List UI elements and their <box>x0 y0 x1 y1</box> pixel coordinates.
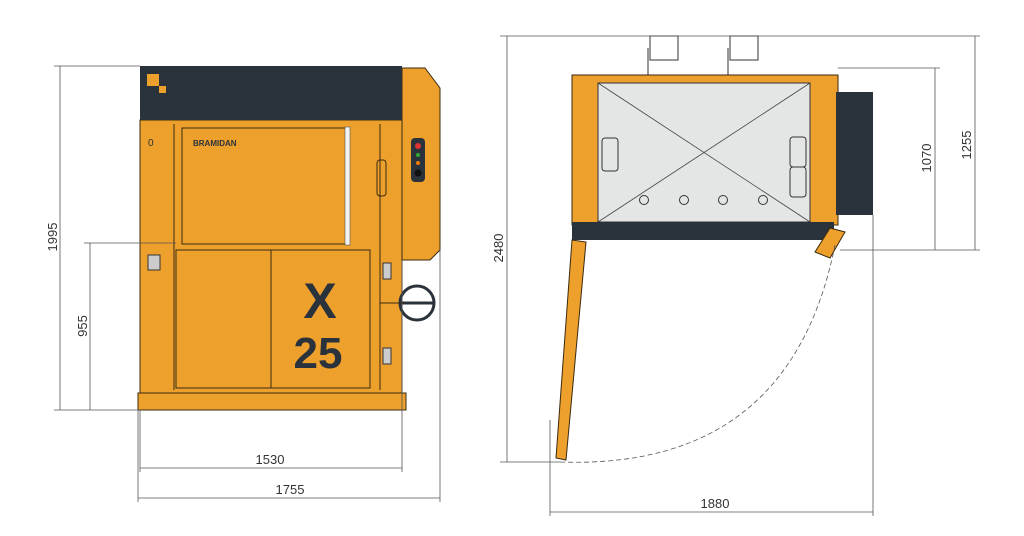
indicator-orange <box>416 161 420 165</box>
dim-height-total: 1995 <box>45 223 60 252</box>
dim-width-total: 1755 <box>276 482 305 497</box>
top-view-machine <box>555 35 873 463</box>
motor-unit <box>836 92 873 215</box>
model-letter: X <box>303 273 336 329</box>
bracket-left <box>649 35 679 61</box>
front-dimensions: 1995 955 1530 1755 <box>45 65 441 502</box>
dim-height-opening: 955 <box>75 315 90 337</box>
base <box>137 392 407 411</box>
brand-label: BRAMIDAN <box>193 139 237 148</box>
handle <box>376 159 387 197</box>
dim-width-door-open: 1880 <box>701 496 730 511</box>
hinge <box>147 254 161 271</box>
indicator-green <box>416 153 420 157</box>
indicator-red <box>415 143 421 149</box>
front-view-machine: BRAMIDAN 0 X 25 <box>137 66 441 411</box>
panel-mark: 0 <box>148 138 154 149</box>
top-band <box>140 66 402 120</box>
top-dimensions: 2480 1070 1255 1880 <box>491 35 980 516</box>
dim-depth-body: 1070 <box>919 144 934 173</box>
door-rail <box>344 126 351 246</box>
open-door <box>555 239 587 461</box>
control-buttons <box>411 138 425 182</box>
lower-door <box>175 249 371 389</box>
start-button <box>414 169 422 177</box>
dim-width-body: 1530 <box>256 452 285 467</box>
logo-square <box>147 74 159 86</box>
front-bar <box>572 222 834 240</box>
model-number: 25 <box>294 329 343 378</box>
bracket-right <box>729 35 759 61</box>
door-swing-arc <box>559 244 836 463</box>
dim-depth-total: 1255 <box>959 131 974 160</box>
logo-square-small <box>159 86 166 93</box>
dim-depth-door-open: 2480 <box>491 234 506 263</box>
